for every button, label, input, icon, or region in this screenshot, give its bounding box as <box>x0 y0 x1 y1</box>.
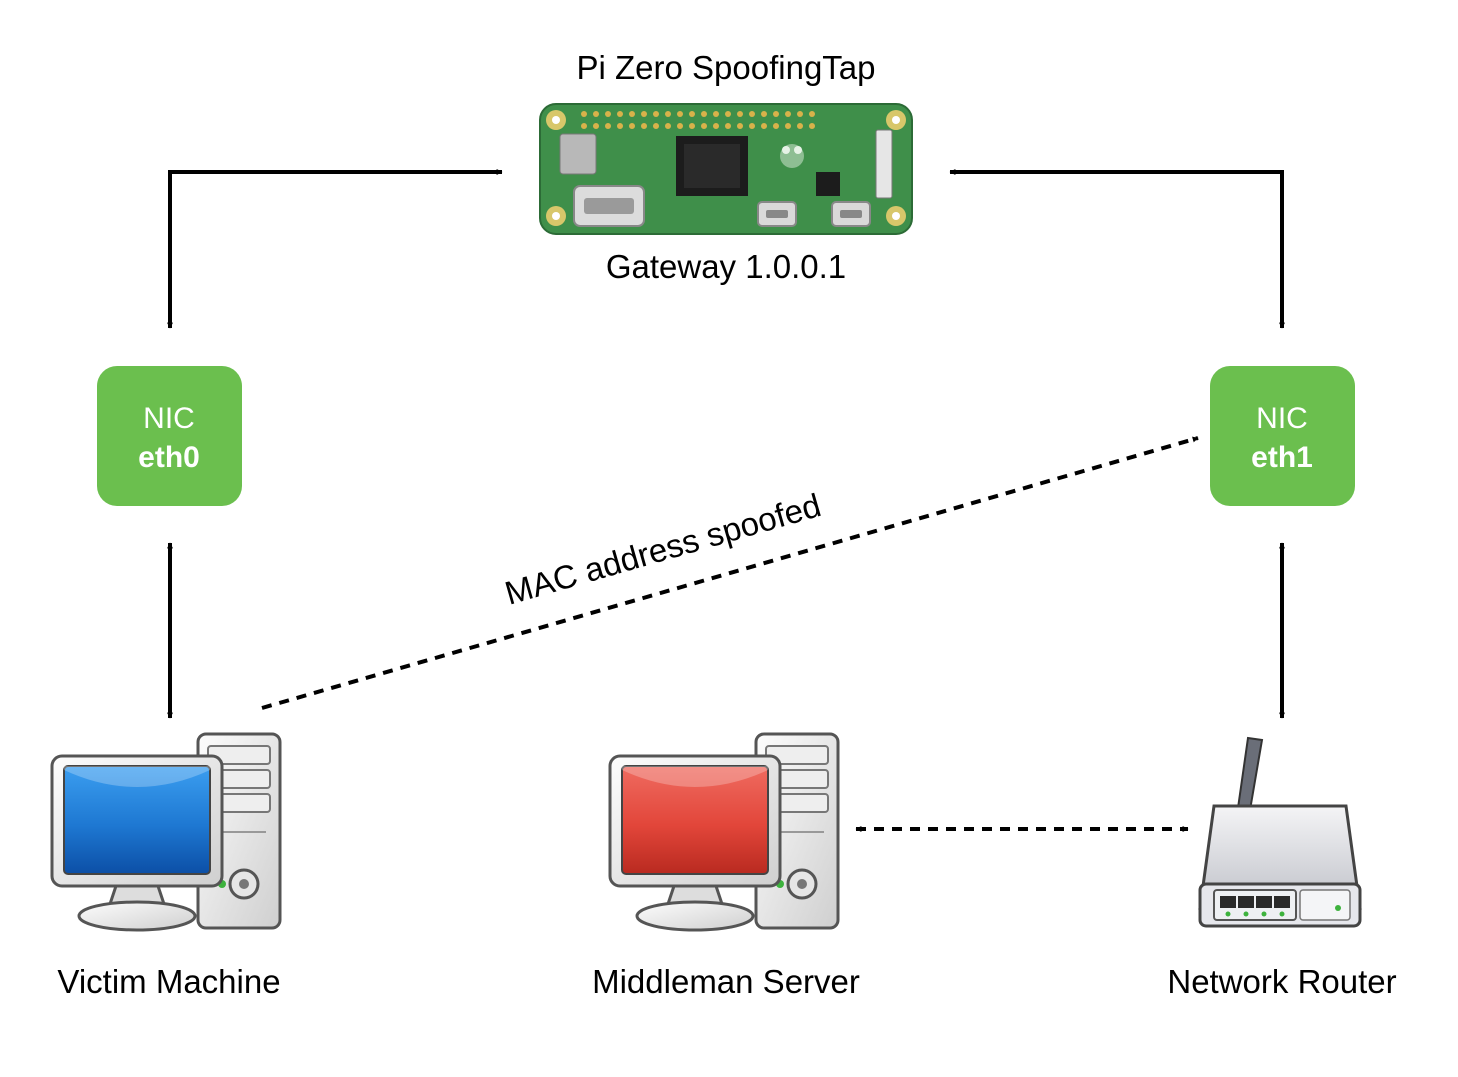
nic-eth1: NIC eth1 <box>1210 366 1355 506</box>
gateway-subtitle: Gateway 1.0.0.1 <box>606 248 846 285</box>
nic-eth0-iface: eth0 <box>138 441 200 474</box>
victim-computer-icon <box>50 732 282 932</box>
middleman-computer-icon <box>608 732 840 932</box>
nic-eth0: NIC eth0 <box>97 366 242 506</box>
edge-eth0-gateway <box>167 169 503 329</box>
nic-eth1-iface: eth1 <box>1251 441 1313 474</box>
nic-eth0-title: NIC <box>143 402 195 435</box>
gateway-title: Pi Zero SpoofingTap <box>576 49 875 86</box>
victim-label: Victim Machine <box>57 963 280 1000</box>
router-label: Network Router <box>1167 963 1396 1000</box>
edge-mac-spoof <box>261 436 1199 710</box>
router-icon <box>1198 736 1362 928</box>
nic-eth1-title: NIC <box>1256 402 1308 435</box>
edge-eth1-gateway <box>949 169 1285 329</box>
middleman-label: Middleman Server <box>592 963 860 1000</box>
raspberry-pi-zero-icon <box>539 103 913 235</box>
